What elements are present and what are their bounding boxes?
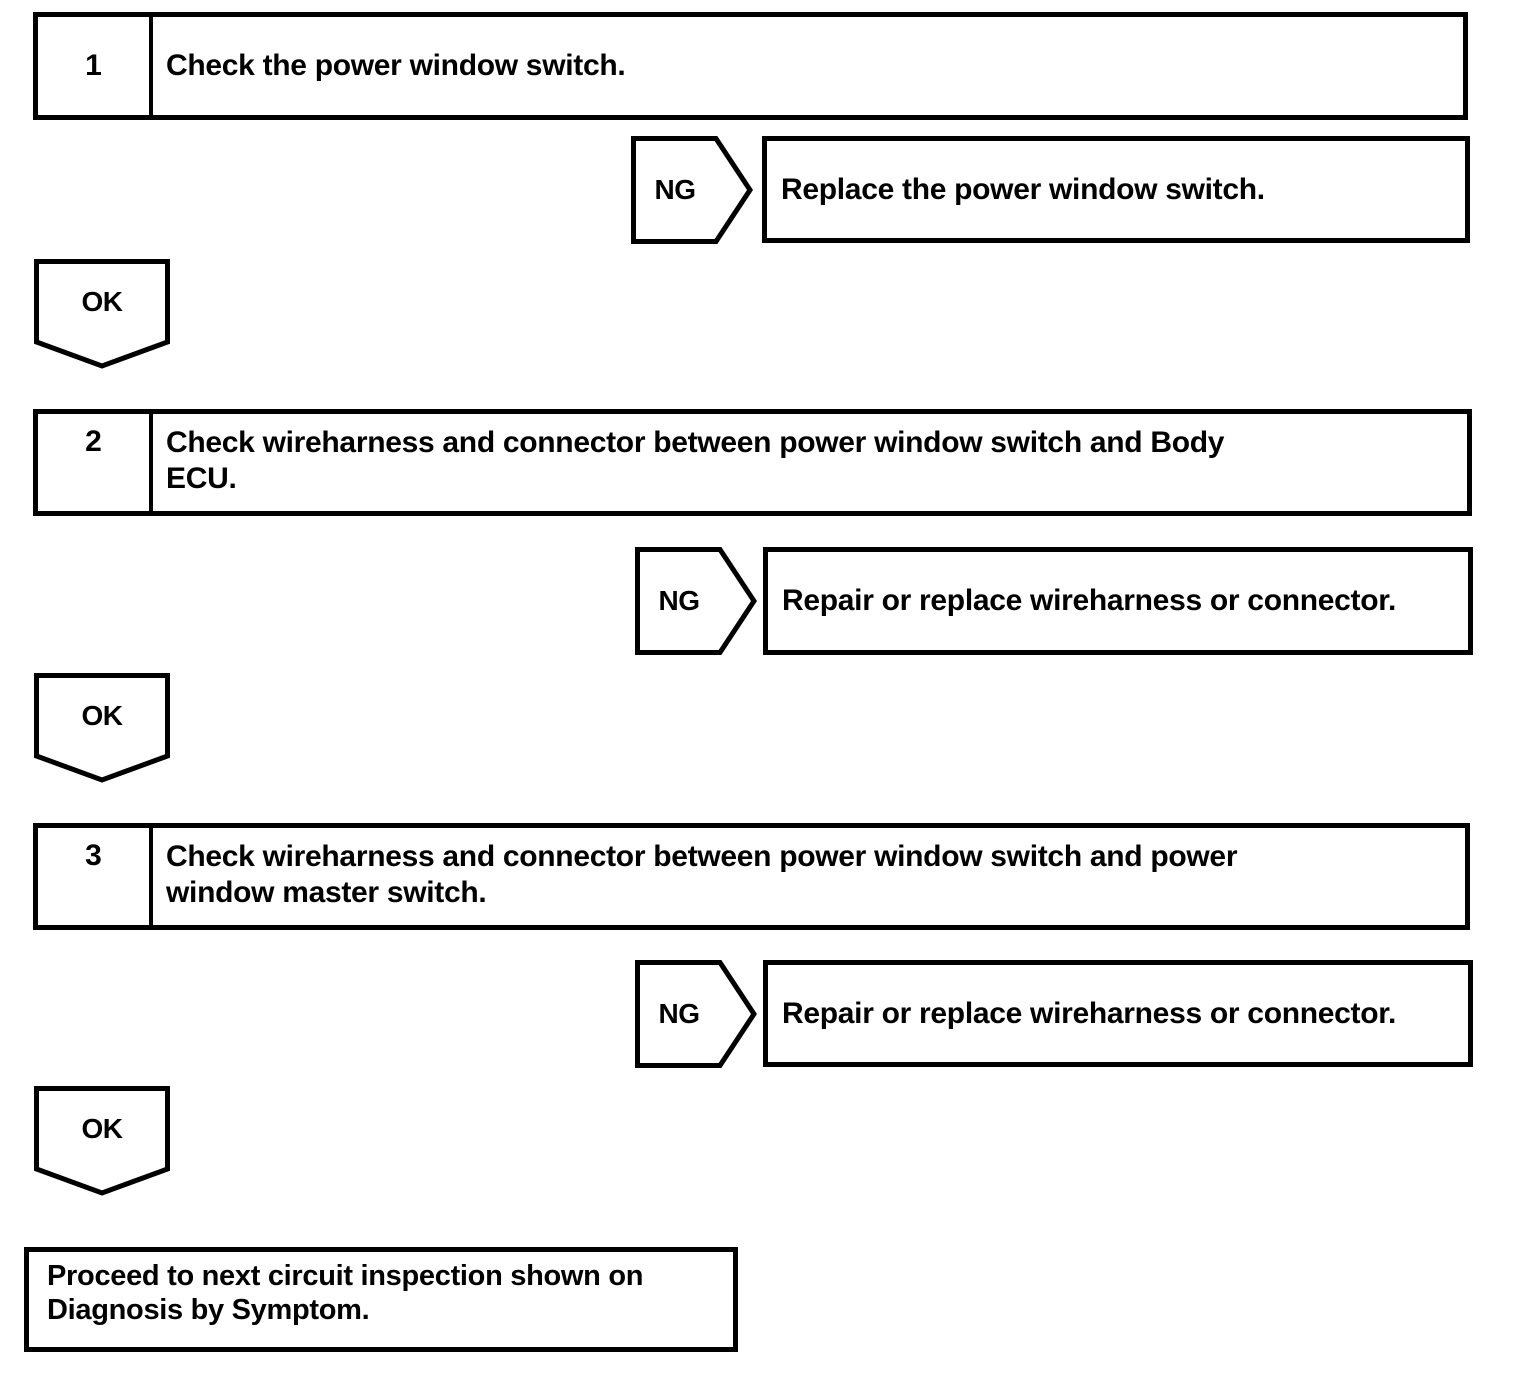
ok-pentagon-icon xyxy=(34,259,170,369)
step-1-ng-label: NG xyxy=(654,174,697,205)
ng-pentagon-icon xyxy=(631,136,753,244)
step-2-ng-connector: NG xyxy=(635,547,757,655)
step-3-ng-result-text: Repair or replace wireharness or connect… xyxy=(782,996,1397,1030)
step-3-ng-connector: NG xyxy=(635,960,757,1068)
step-1-ng-result-box: Replace the power window switch. xyxy=(762,136,1470,243)
step-3-ok-label: OK xyxy=(81,1112,124,1144)
step-2-number: 2 xyxy=(85,425,102,458)
step-1-ok-label: OK xyxy=(81,285,124,317)
step-2-ok-label: OK xyxy=(81,699,124,731)
ng-pentagon-icon xyxy=(635,960,757,1068)
step-2-ng-result-box: Repair or replace wireharness or connect… xyxy=(763,547,1473,655)
step-1-ok-connector: OK xyxy=(34,259,170,369)
step-1-ng-result-text: Replace the power window switch. xyxy=(781,172,1265,206)
step-1-number-cell: 1 xyxy=(38,17,153,115)
step-2-ng-label: NG xyxy=(658,585,701,616)
ng-pentagon-icon xyxy=(635,547,757,655)
step-2-instruction: Check wireharness and connector between … xyxy=(166,426,1225,495)
step-3-number: 3 xyxy=(85,839,102,872)
step-3-ok-connector: OK xyxy=(34,1086,170,1196)
step-2-box: 2 Check wireharness and connector betwee… xyxy=(33,409,1472,516)
ok-pentagon-icon xyxy=(34,1086,170,1196)
step-3-box: 3 Check wireharness and connector betwee… xyxy=(33,823,1470,930)
step-1-number: 1 xyxy=(85,49,102,82)
ok-pentagon-icon xyxy=(34,673,170,783)
step-2-ng-result-text: Repair or replace wireharness or connect… xyxy=(782,584,1397,617)
step-3-ng-result-box: Repair or replace wireharness or connect… xyxy=(763,960,1473,1067)
step-3-ng-label: NG xyxy=(658,998,701,1029)
step-3-instruction: Check wireharness and connector between … xyxy=(166,840,1238,909)
step-1-ng-connector: NG xyxy=(631,136,753,244)
step-3-number-cell: 3 xyxy=(38,828,153,925)
step-2-ok-connector: OK xyxy=(34,673,170,783)
end-box: Proceed to next circuit inspection shown… xyxy=(24,1247,738,1352)
step-1-box: 1 Check the power window switch. xyxy=(33,12,1468,120)
step-1-instruction: Check the power window switch. xyxy=(166,49,626,82)
step-2-number-cell: 2 xyxy=(38,414,153,511)
